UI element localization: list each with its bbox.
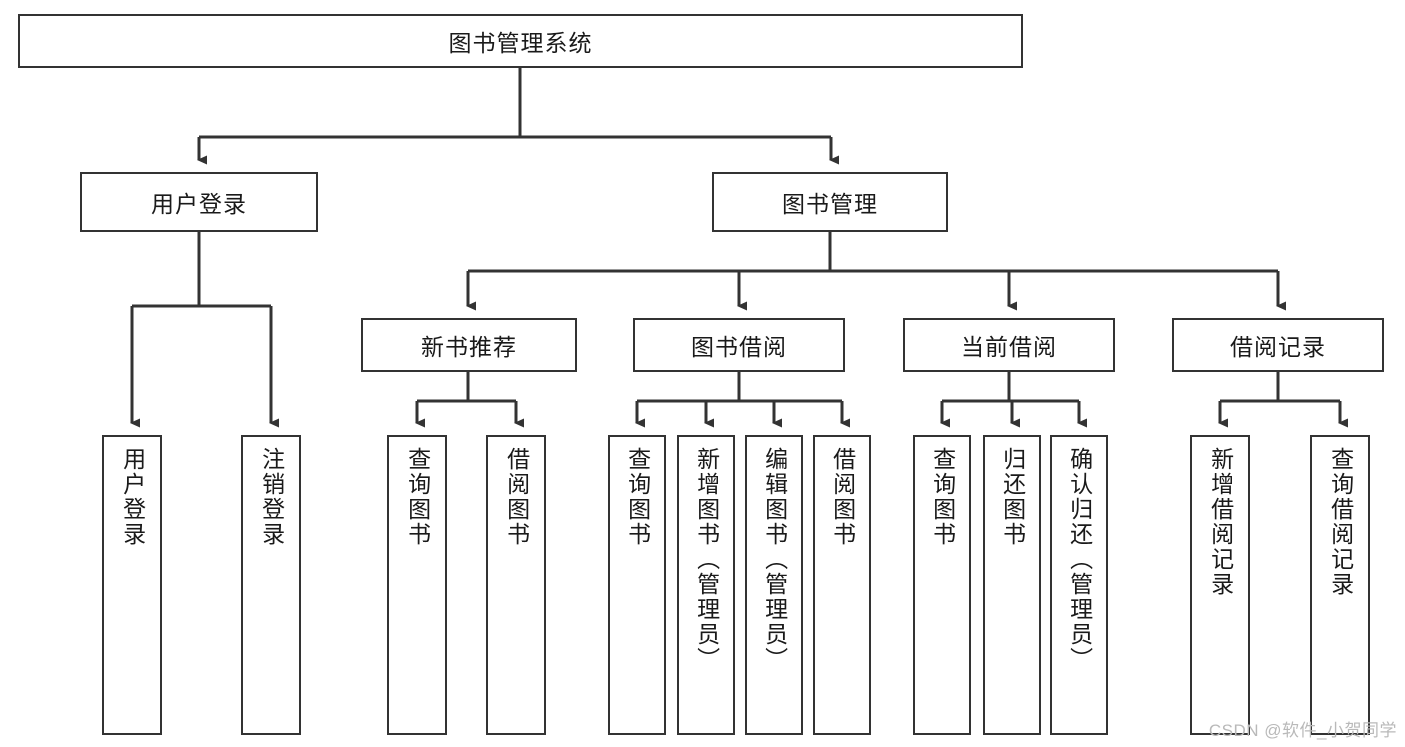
leaf-query-book-rec[interactable]: 查询图书 [387, 435, 447, 735]
node-label: 图书管理 [782, 191, 878, 217]
leaf-edit-book-admin[interactable]: 编辑图书（管理员） [745, 435, 803, 735]
leaf-query-book-current[interactable]: 查询图书 [913, 435, 971, 735]
node-label: 注销登录 [258, 447, 285, 547]
node-label: 借阅记录 [1230, 334, 1326, 360]
node-label: 新书推荐 [421, 334, 517, 360]
leaf-user-login[interactable]: 用户登录 [102, 435, 162, 735]
leaf-borrow-book[interactable]: 借阅图书 [813, 435, 871, 735]
node-label: 确认归还（管理员） [1066, 447, 1093, 672]
node-label: 新增借阅记录 [1207, 447, 1234, 597]
node-book-borrowing[interactable]: 图书借阅 [633, 318, 845, 372]
node-book-management[interactable]: 图书管理 [712, 172, 948, 232]
node-label: 用户登录 [119, 447, 146, 547]
node-label: 查询图书 [404, 447, 431, 547]
node-label: 当前借阅 [961, 334, 1057, 360]
watermark: CSDN @软件_小贺同学 [1208, 721, 1397, 740]
node-label: 编辑图书（管理员） [761, 447, 788, 672]
node-label: 图书借阅 [691, 334, 787, 360]
node-label: 新增图书（管理员） [693, 447, 720, 672]
node-label: 图书管理系统 [448, 30, 593, 56]
leaf-add-borrow-record[interactable]: 新增借阅记录 [1190, 435, 1250, 735]
leaf-logout[interactable]: 注销登录 [241, 435, 301, 735]
node-root-system[interactable]: 图书管理系统 [18, 14, 1023, 68]
leaf-borrow-book-rec[interactable]: 借阅图书 [486, 435, 546, 735]
leaf-query-book-borrow[interactable]: 查询图书 [608, 435, 666, 735]
node-new-book-recommendation[interactable]: 新书推荐 [361, 318, 577, 372]
node-borrowing-records[interactable]: 借阅记录 [1172, 318, 1384, 372]
leaf-query-borrow-record[interactable]: 查询借阅记录 [1310, 435, 1370, 735]
node-label: 查询图书 [624, 447, 651, 547]
node-user-login[interactable]: 用户登录 [80, 172, 318, 232]
node-label: 归还图书 [999, 447, 1026, 547]
leaf-return-book[interactable]: 归还图书 [983, 435, 1041, 735]
node-label: 查询图书 [929, 447, 956, 547]
node-label: 借阅图书 [503, 447, 530, 547]
node-label: 借阅图书 [829, 447, 856, 547]
node-label: 查询借阅记录 [1327, 447, 1354, 597]
node-current-borrowing[interactable]: 当前借阅 [903, 318, 1115, 372]
leaf-confirm-return-admin[interactable]: 确认归还（管理员） [1050, 435, 1108, 735]
leaf-add-book-admin[interactable]: 新增图书（管理员） [677, 435, 735, 735]
node-label: 用户登录 [151, 191, 247, 217]
